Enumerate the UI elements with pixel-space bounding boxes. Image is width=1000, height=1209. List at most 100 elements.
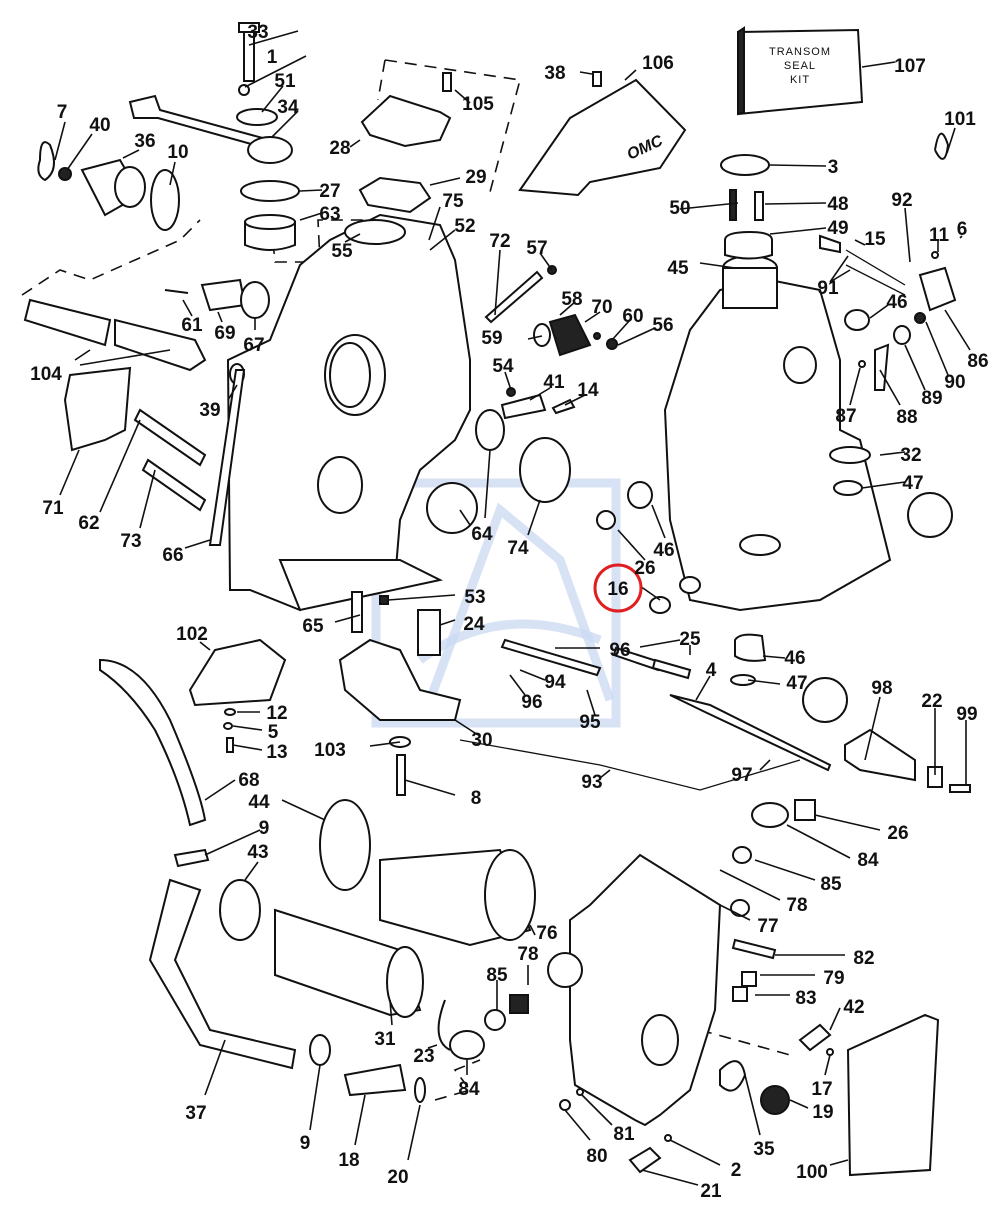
part-label-4: 4	[706, 660, 717, 681]
part-label-26: 26	[634, 558, 655, 579]
steering-arm-assembly	[37, 22, 300, 251]
part-label-67: 67	[243, 335, 264, 356]
part-label-107: 107	[894, 56, 926, 77]
part-label-103: 103	[314, 740, 346, 761]
part-label-29: 29	[465, 167, 486, 188]
part-label-104: 104	[30, 364, 62, 385]
part-label-47: 47	[786, 673, 807, 694]
part-label-60: 60	[622, 306, 643, 327]
part-label-51: 51	[274, 71, 296, 92]
part-label-12: 12	[266, 703, 287, 724]
part-label-62: 62	[78, 513, 99, 534]
part-label-30: 30	[471, 730, 492, 751]
transom-seal-kit-box: TRANSOM SEAL KIT	[737, 26, 864, 116]
part-label-14: 14	[577, 380, 599, 401]
part-label-66: 66	[162, 545, 183, 566]
part-label-44: 44	[248, 792, 270, 813]
part-label-37: 37	[185, 1103, 206, 1124]
kit-line-2: SEAL	[784, 60, 816, 72]
part-label-42: 42	[843, 997, 864, 1018]
part-label-101: 101	[944, 109, 976, 130]
part-label-56: 56	[652, 315, 673, 336]
part-label-79: 79	[823, 968, 844, 989]
part-label-105: 105	[462, 94, 494, 115]
part-label-40: 40	[89, 115, 110, 136]
part-label-64: 64	[471, 524, 493, 545]
part-label-11: 11	[929, 225, 950, 246]
part-label-91: 91	[817, 278, 839, 299]
part-label-54: 54	[492, 356, 514, 377]
part-label-41: 41	[543, 372, 565, 393]
part-label-82: 82	[853, 948, 874, 969]
part-label-35: 35	[753, 1139, 775, 1160]
part-label-55: 55	[331, 241, 353, 262]
part-label-5: 5	[268, 722, 279, 743]
part-label-81: 81	[613, 1124, 635, 1145]
gimbal-housing-left	[226, 213, 471, 612]
part-label-43: 43	[247, 842, 268, 863]
part-label-98: 98	[871, 678, 892, 699]
part-label-89: 89	[921, 388, 942, 409]
part-label-73: 73	[120, 531, 141, 552]
part-label-46: 46	[886, 292, 907, 313]
part-label-75: 75	[442, 191, 464, 212]
part-label-48: 48	[827, 194, 848, 215]
part-label-28: 28	[329, 138, 350, 159]
part-label-23: 23	[413, 1046, 434, 1067]
part-label-84: 84	[857, 850, 879, 871]
part-label-68: 68	[238, 770, 259, 791]
part-label-10: 10	[167, 142, 188, 163]
part-label-8: 8	[471, 788, 482, 809]
part-label-46: 46	[784, 648, 805, 669]
part-label-76: 76	[536, 923, 557, 944]
omc-cover: OMC	[518, 71, 687, 197]
part-label-46: 46	[653, 540, 674, 561]
part-label-86: 86	[967, 351, 988, 372]
part-label-57: 57	[526, 238, 547, 259]
part-label-27: 27	[319, 181, 340, 202]
part-label-84: 84	[458, 1079, 480, 1100]
part-label-17: 17	[811, 1079, 832, 1100]
part-label-24: 24	[463, 614, 485, 635]
part-label-70: 70	[591, 297, 612, 318]
part-label-22: 22	[921, 691, 942, 712]
part-label-80: 80	[586, 1146, 607, 1167]
part-label-96: 96	[521, 692, 542, 713]
leader-lines	[54, 30, 971, 1186]
middle-small-parts	[23, 265, 953, 614]
part-label-100: 100	[796, 1162, 828, 1183]
exhaust-housing-and-gasket	[547, 799, 940, 1177]
part-label-85: 85	[820, 874, 842, 895]
part-label-61: 61	[181, 315, 203, 336]
part-label-90: 90	[944, 372, 965, 393]
part-label-78: 78	[786, 895, 807, 916]
part-label-33: 33	[247, 22, 268, 43]
part-label-2: 2	[731, 1160, 742, 1181]
part-label-72: 72	[489, 231, 510, 252]
part-label-85: 85	[486, 965, 508, 986]
part-label-49: 49	[827, 218, 848, 239]
part-label-31: 31	[374, 1029, 396, 1050]
part-label-58: 58	[561, 289, 582, 310]
part-label-16: 16	[607, 579, 628, 600]
part-label-97: 97	[731, 765, 752, 786]
part-label-65: 65	[302, 616, 324, 637]
part-label-15: 15	[864, 229, 886, 250]
part-label-7: 7	[57, 102, 68, 123]
part-label-13: 13	[266, 742, 287, 763]
part-label-9: 9	[300, 1133, 311, 1154]
part-label-6: 6	[957, 219, 968, 240]
part-label-92: 92	[891, 190, 912, 211]
part-label-83: 83	[795, 988, 816, 1009]
part-label-59: 59	[481, 328, 502, 349]
part-label-69: 69	[214, 323, 235, 344]
pivot-and-trim-parts	[188, 591, 971, 796]
part-label-99: 99	[956, 704, 977, 725]
part-label-94: 94	[544, 672, 566, 693]
part-label-1: 1	[267, 47, 278, 68]
part-label-18: 18	[338, 1150, 359, 1171]
part-label-38: 38	[544, 63, 565, 84]
part-label-52: 52	[454, 216, 475, 237]
